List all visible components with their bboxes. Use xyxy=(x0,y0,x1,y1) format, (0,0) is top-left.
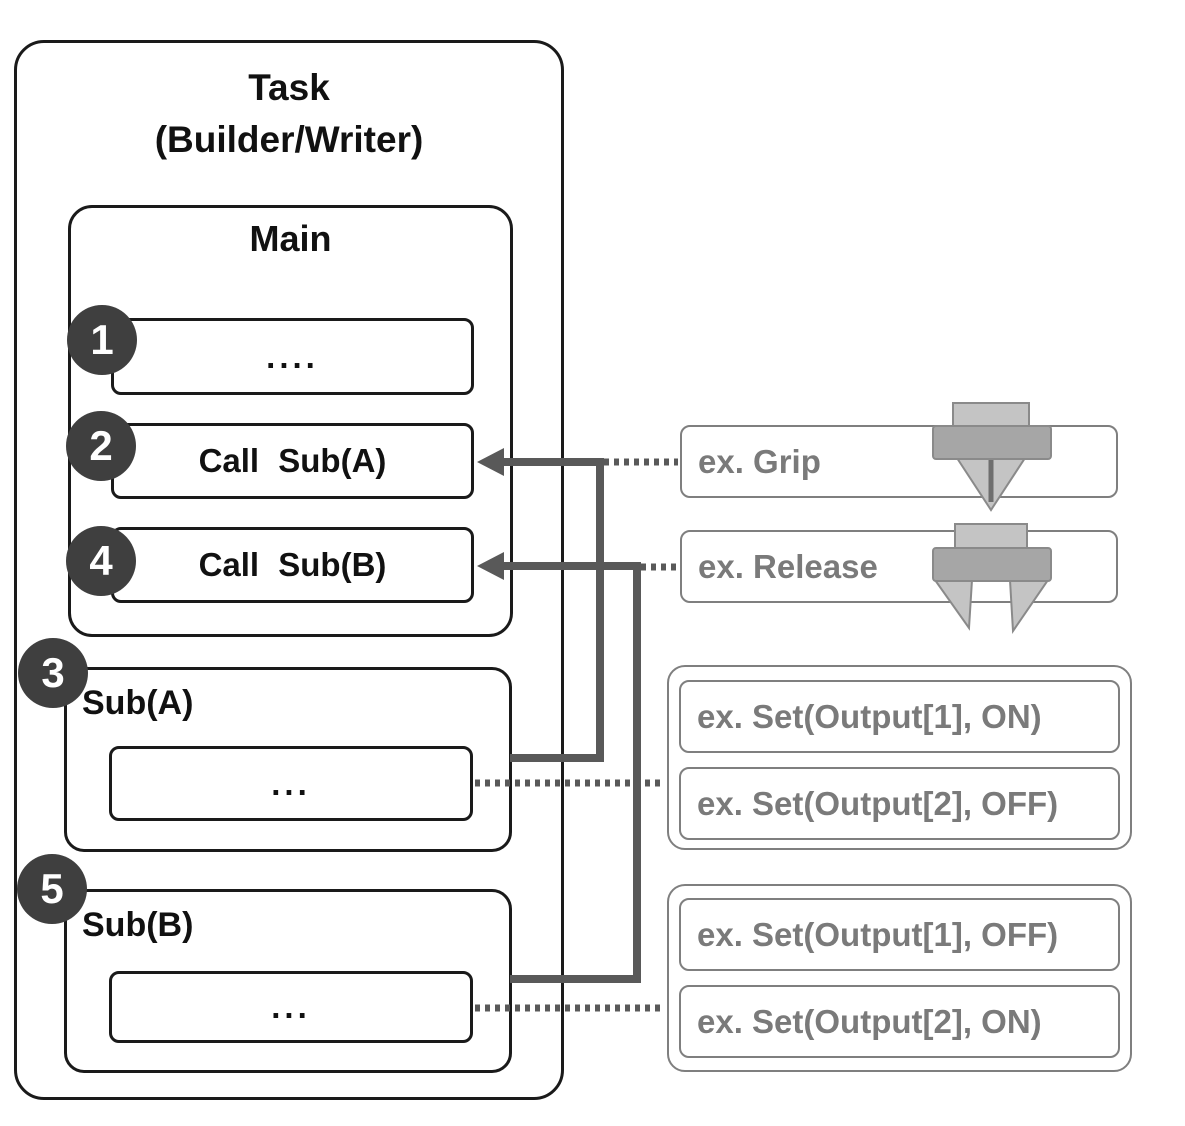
sub-b-example-1-label: ex. Set(Output[1], OFF) xyxy=(697,915,1059,953)
main-row-1: .... xyxy=(111,318,474,395)
sub-b-example-2-label: ex. Set(Output[2], ON) xyxy=(697,1002,1042,1040)
sub-b-example-1: ex. Set(Output[1], OFF) xyxy=(679,898,1120,971)
sub-b-example-2: ex. Set(Output[2], ON) xyxy=(679,985,1120,1058)
sub-a-body-box: ... xyxy=(109,746,473,821)
sub-a-body-label: ... xyxy=(271,764,311,802)
task-title-line2: (Builder/Writer) xyxy=(154,119,424,160)
sub-b-title: Sub(B) xyxy=(82,906,194,944)
task-title: Task (Builder/Writer) xyxy=(14,62,564,166)
main-row-call-sub-a: Call Sub(A) xyxy=(111,423,474,499)
call-sub-b-label: Call Sub(B) xyxy=(198,546,387,583)
grip-annotation-box: ex. Grip xyxy=(680,425,1118,498)
step-badge-2: 2 xyxy=(66,411,136,481)
step-badge-1: 1 xyxy=(67,305,137,375)
release-annotation-box: ex. Release xyxy=(680,530,1118,603)
release-label: ex. Release xyxy=(698,547,878,585)
main-row-1-label: .... xyxy=(266,337,319,375)
call-sub-a-label: Call Sub(A) xyxy=(198,442,387,479)
step-badge-3: 3 xyxy=(18,638,88,708)
grip-label: ex. Grip xyxy=(698,442,821,480)
sub-a-example-1-label: ex. Set(Output[1], ON) xyxy=(697,697,1042,735)
main-row-call-sub-b: Call Sub(B) xyxy=(111,527,474,603)
sub-a-title: Sub(A) xyxy=(82,684,194,722)
sub-b-body-label: ... xyxy=(271,988,311,1025)
sub-a-example-2-label: ex. Set(Output[2], OFF) xyxy=(697,784,1059,822)
sub-b-body-box: ... xyxy=(109,971,473,1043)
main-title: Main xyxy=(249,218,332,259)
task-title-line1: Task xyxy=(248,67,330,108)
step-badge-5: 5 xyxy=(17,854,87,924)
sub-a-example-1: ex. Set(Output[1], ON) xyxy=(679,680,1120,753)
step-badge-4: 4 xyxy=(66,526,136,596)
sub-a-example-2: ex. Set(Output[2], OFF) xyxy=(679,767,1120,840)
